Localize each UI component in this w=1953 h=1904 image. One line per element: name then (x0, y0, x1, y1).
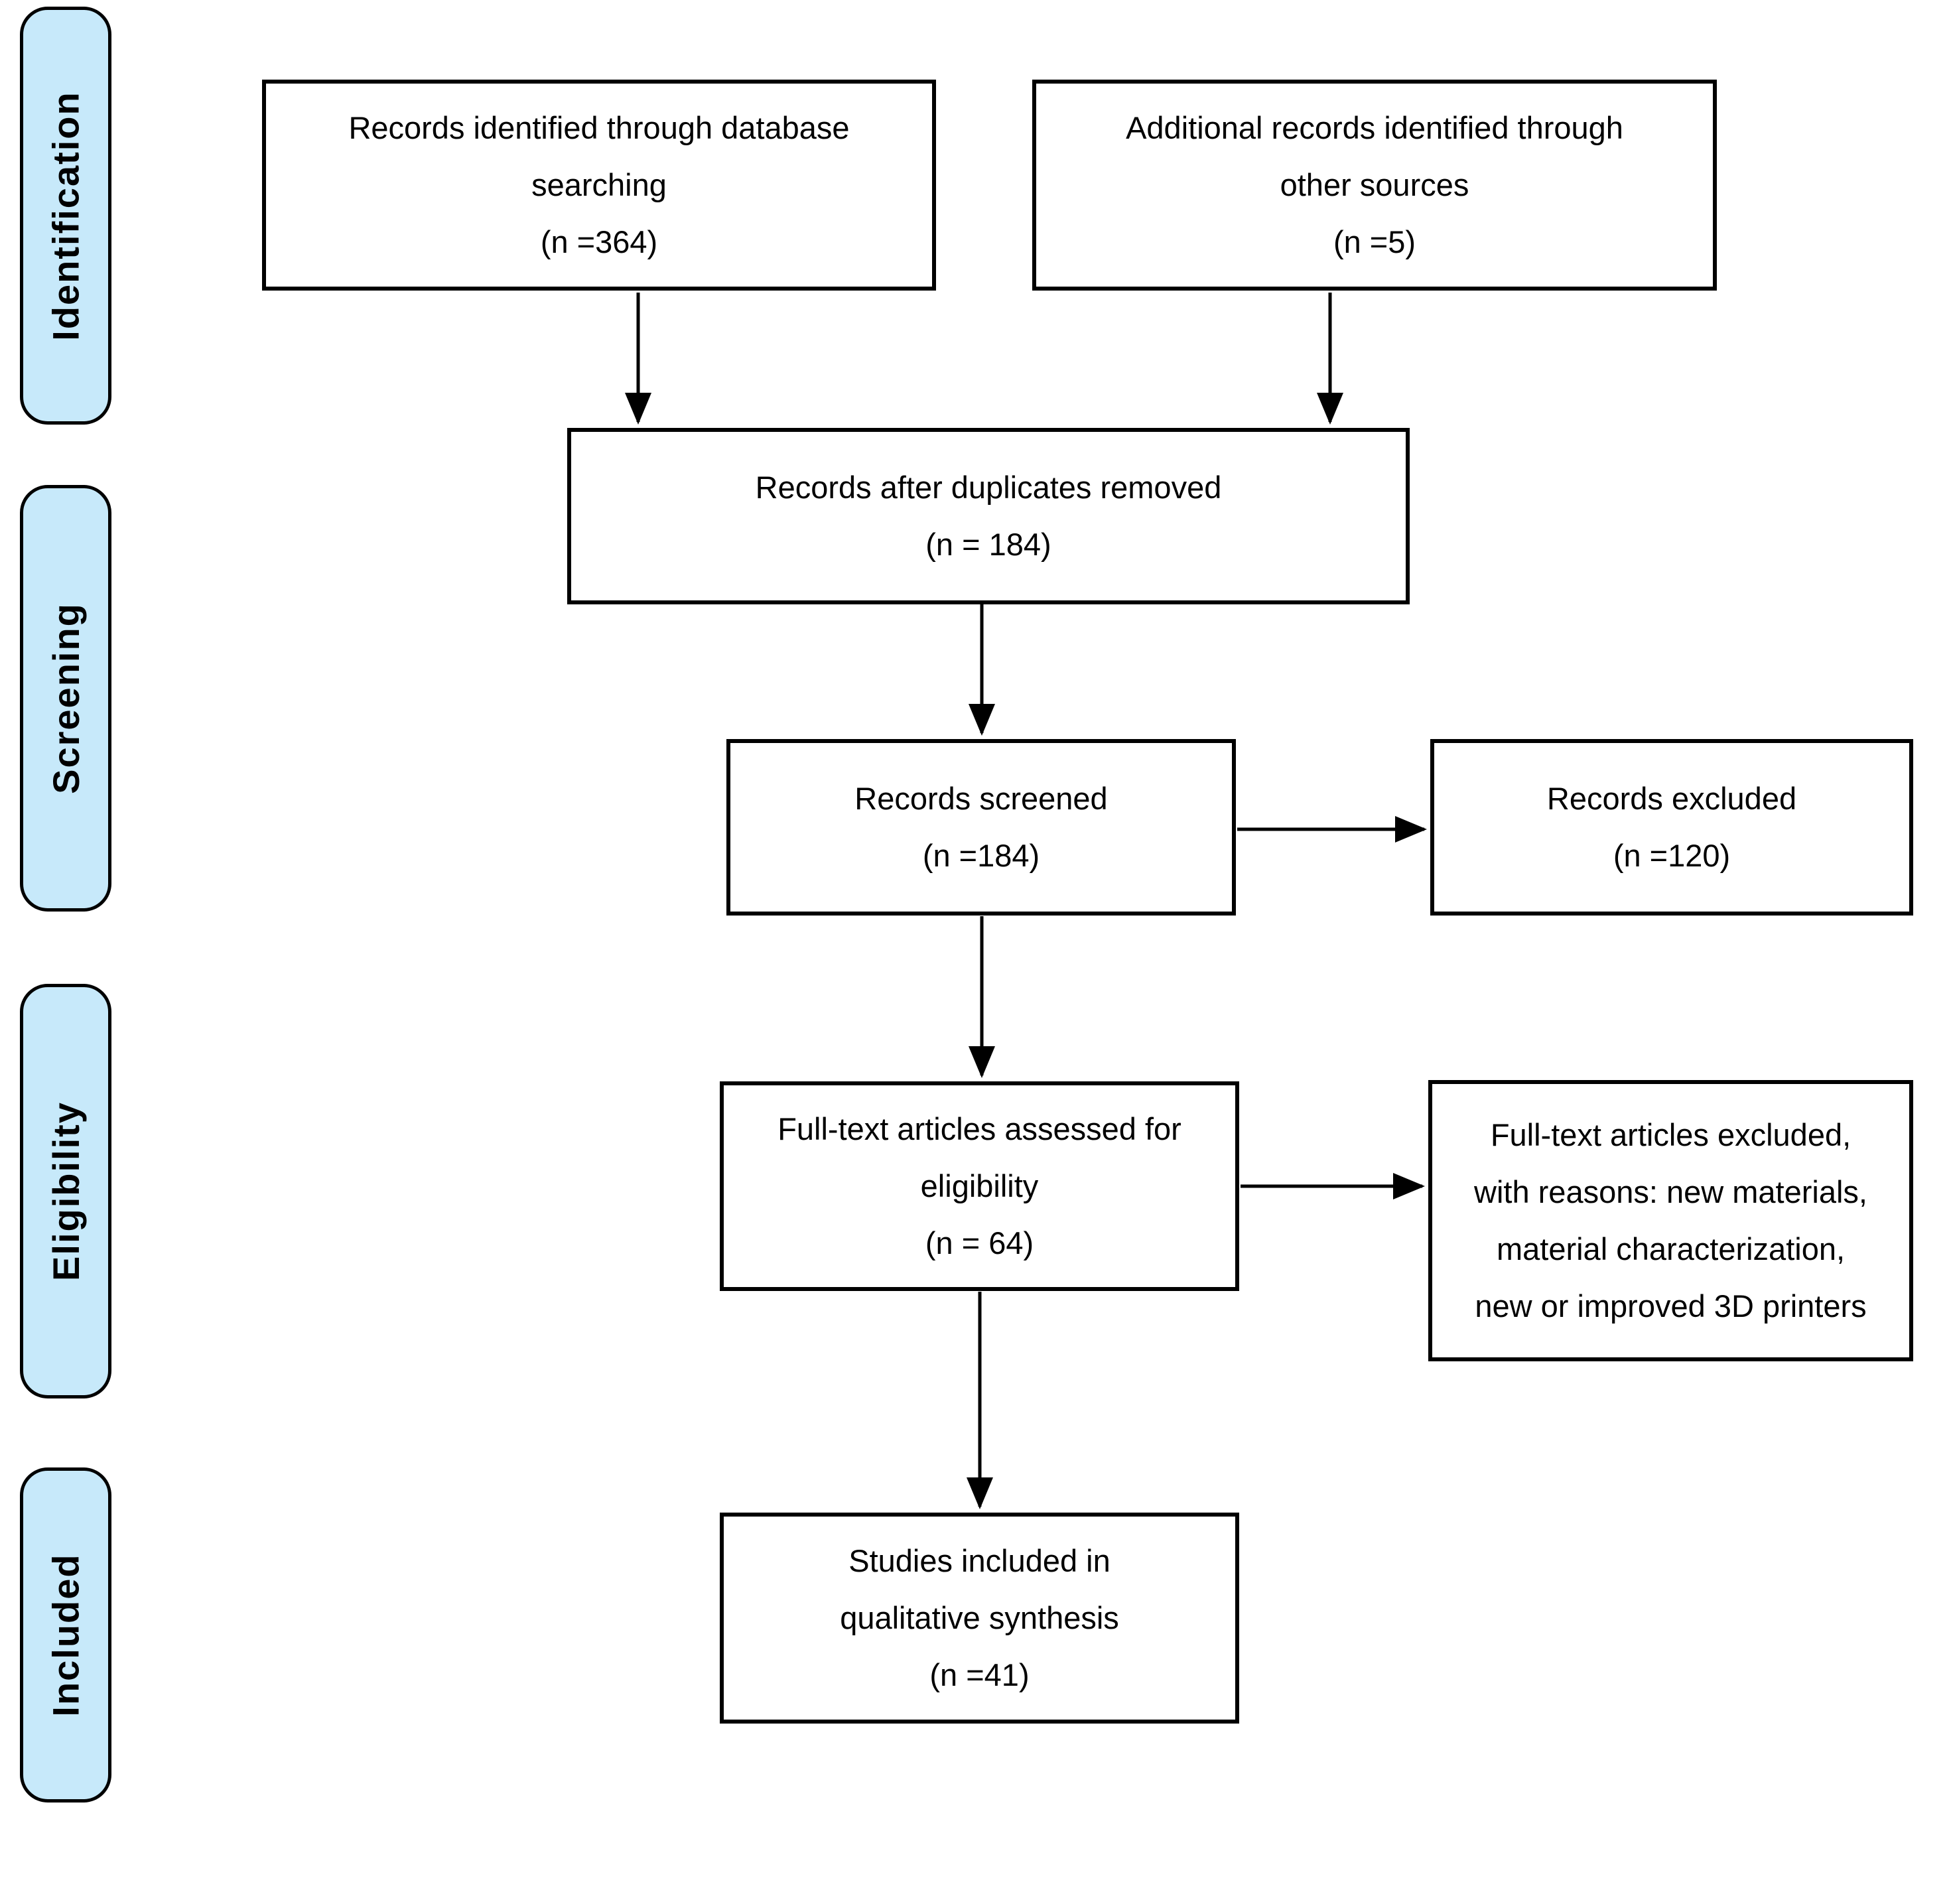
stage-screening: Screening (20, 485, 111, 912)
box-line: Records after duplicates removed (755, 470, 1222, 505)
box-studies-included-qualitative: Studies included in qualitative synthesi… (720, 1513, 1239, 1724)
stage-eligibility: Eligibility (20, 984, 111, 1398)
box-line: other sources (1280, 167, 1469, 202)
box-additional-records-other-sources: Additional records identified through ot… (1032, 80, 1717, 291)
box-records-identified-database: Records identified through database sear… (262, 80, 936, 291)
box-line: (n =41) (929, 1657, 1030, 1692)
box-line: Full-text articles assessed for (777, 1111, 1181, 1146)
box-fulltext-articles-excluded: Full-text articles excluded, with reason… (1428, 1080, 1913, 1361)
box-line: searching (531, 167, 667, 202)
box-line: Full-text articles excluded, (1490, 1117, 1852, 1152)
stage-eligibility-label: Eligibility (44, 1101, 87, 1281)
box-records-screened: Records screened (n =184) (726, 739, 1236, 916)
box-line: Studies included in (848, 1543, 1111, 1578)
box-line: Additional records identified through (1126, 110, 1623, 145)
box-line: (n =184) (922, 838, 1040, 873)
stage-screening-label: Screening (44, 602, 87, 794)
box-line: new or improved 3D printers (1475, 1288, 1867, 1324)
stage-identification: Identification (20, 7, 111, 425)
stage-included-label: Included (44, 1553, 87, 1717)
box-records-after-duplicates-removed: Records after duplicates removed (n = 18… (567, 428, 1410, 604)
stage-included: Included (20, 1467, 111, 1802)
box-records-excluded: Records excluded (n =120) (1430, 739, 1913, 916)
box-line: Records screened (854, 781, 1108, 816)
box-line: (n =364) (540, 224, 658, 259)
box-line: Records excluded (1546, 781, 1797, 816)
box-line: (n = 64) (925, 1225, 1034, 1260)
box-line: (n =5) (1333, 224, 1416, 259)
box-line: eligibility (920, 1168, 1039, 1203)
stage-identification-label: Identification (44, 90, 87, 341)
box-line: Records identified through database (348, 110, 850, 145)
box-line: (n =120) (1613, 838, 1731, 873)
box-line: qualitative synthesis (840, 1600, 1119, 1635)
box-line: material characterization, (1496, 1231, 1846, 1266)
box-fulltext-articles-assessed: Full-text articles assessed for eligibil… (720, 1081, 1239, 1291)
box-line: with reasons: new materials, (1474, 1174, 1867, 1209)
box-line: (n = 184) (925, 527, 1051, 562)
